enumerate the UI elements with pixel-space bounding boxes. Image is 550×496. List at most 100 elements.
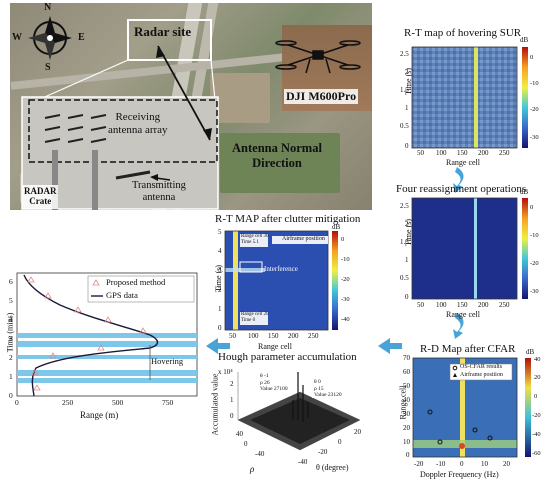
rt-hover-ytick: 0.5: [400, 122, 409, 130]
rt-clutter-ctick: -10: [341, 256, 350, 263]
rd-legend-cfar: OS-CFAR results: [460, 364, 503, 370]
drone-icon: [275, 40, 361, 74]
reassign-ytick: 1: [405, 256, 409, 264]
reassign-xtick: 50: [417, 301, 424, 309]
rt-hover-ytick: 1: [405, 104, 409, 112]
drone-name-label: DJI M600Pro: [284, 89, 359, 104]
rd-ytick: 10: [403, 438, 410, 446]
hough-ytick: -40: [255, 450, 265, 458]
reassign-ytick: 1.5: [400, 238, 409, 246]
rt-clutter-xtick: 200: [288, 332, 299, 340]
rd-ctick: 20: [534, 374, 541, 381]
rd-xtick: -20: [414, 460, 424, 468]
traj-ytick: 1: [9, 372, 13, 381]
reassign-xtick: 100: [436, 301, 447, 309]
rt-clutter-ctick: -40: [341, 316, 350, 323]
traj-ytick: 3: [9, 334, 13, 343]
rt-hover-title: R-T map of hovering SUR: [404, 27, 522, 39]
hough-ytick: 40: [236, 430, 243, 438]
traj-ytick: 0: [9, 391, 13, 400]
traj-xlabel: Range (m): [80, 410, 119, 420]
hough-ylabel: ρ: [250, 464, 255, 474]
rt-clutter-ytick: 2: [218, 286, 222, 294]
rt-hover-ctick: -30: [530, 134, 539, 141]
rt-clutter-ytick: 5: [218, 228, 222, 236]
rd-xtick: 20: [503, 460, 510, 468]
hough-xlabel: θ (degree): [316, 463, 349, 472]
rt-hover-ytick: 0: [405, 142, 409, 150]
reassign-xtick: 250: [499, 301, 510, 309]
rd-xlabel: Doppler Frequency (Hz): [420, 470, 499, 479]
traj-xtick: 750: [162, 398, 174, 407]
hough-ztick: 1: [230, 396, 234, 404]
rd-ytick: 60: [403, 368, 410, 376]
rt-clutter-ytick: 1: [218, 305, 222, 313]
rd-ytick: 30: [403, 410, 410, 418]
reassign-ctick: -10: [530, 232, 539, 239]
traj-xtick: 500: [112, 398, 124, 407]
traj-ytick: 2: [9, 353, 13, 362]
traj-xtick: 0: [15, 398, 19, 407]
rt-clutter-ytick: 0: [218, 324, 222, 332]
traj-ytick: 6: [9, 277, 13, 286]
hough-ztick: 0: [230, 412, 234, 420]
compass-w: W: [12, 32, 22, 43]
hough-zlabel: Accumulated value: [210, 373, 220, 436]
rt-clutter-xtick: 100: [248, 332, 259, 340]
rd-panel: [412, 357, 531, 458]
rd-ytick: 20: [403, 424, 410, 432]
traj-ytick: 4: [9, 315, 13, 324]
rt-clutter-ytick: 4: [218, 247, 222, 255]
reassign-ctick: -20: [530, 260, 539, 267]
rt-hover-xtick: 200: [478, 149, 489, 157]
radar-site-label: Radar site: [134, 24, 192, 39]
rd-cbar-unit: dB: [526, 348, 535, 356]
rt-hover-ytick: 2.5: [400, 50, 409, 58]
rt-hover-xtick: 100: [436, 149, 447, 157]
rt-hover-xlabel: Range cell: [446, 158, 480, 167]
rd-ytick: 70: [403, 354, 410, 362]
reassign-ytick: 2: [405, 220, 409, 228]
rt-clutter-xtick: 50: [229, 332, 236, 340]
rt-hover-xtick: 50: [417, 149, 424, 157]
hough-zmult: x 10⁴: [218, 368, 233, 376]
hough-xtick: 0: [338, 438, 342, 446]
reassign-ctick: 0: [530, 204, 534, 211]
rt-clutter-legend: Airframe position: [282, 236, 325, 242]
reassign-xtick: 200: [478, 301, 489, 309]
reassign-cbar-unit: dB: [520, 188, 529, 196]
rd-ytick: 0: [406, 451, 410, 459]
rd-ctick: 40: [534, 356, 541, 363]
rd-title: R-D Map after CFAR: [420, 343, 516, 355]
rt-clutter-xtick: 150: [268, 332, 279, 340]
rt-clutter-ctick: -30: [341, 296, 350, 303]
traj-xtick: 250: [62, 398, 74, 407]
hough-xtick: -40: [298, 458, 308, 466]
rd-xtick: 0: [460, 460, 464, 468]
rt-clutter-title: R-T MAP after clutter mitigation: [215, 213, 361, 225]
rt-clutter-xtick: 250: [308, 332, 319, 340]
compass-icon: [28, 16, 72, 60]
rt-hover-ytick: 2: [405, 68, 409, 76]
traj-legend-gps: GPS data: [106, 290, 138, 300]
hough-ytick: 0: [244, 440, 248, 448]
compass-n: N: [44, 2, 52, 13]
reassign-xlabel: Range cell: [446, 310, 480, 319]
rd-ytick: 50: [403, 382, 410, 390]
rt-clutter-interference: Interference: [264, 265, 298, 273]
rd-xtick: 10: [481, 460, 488, 468]
rt-hover-xtick: 150: [457, 149, 468, 157]
reassign-title: Four reassignment operations: [396, 183, 527, 195]
rd-legend-airframe: Airframe position: [460, 372, 503, 378]
rt-hover-panel: [411, 46, 528, 149]
hough-xtick: 20: [354, 428, 361, 436]
rt-clutter-ytick: 3: [218, 266, 222, 274]
rd-ctick: -40: [532, 431, 541, 438]
flow-arrow-icon: [206, 167, 464, 354]
rt-hover-ytick: 1.5: [400, 86, 409, 94]
